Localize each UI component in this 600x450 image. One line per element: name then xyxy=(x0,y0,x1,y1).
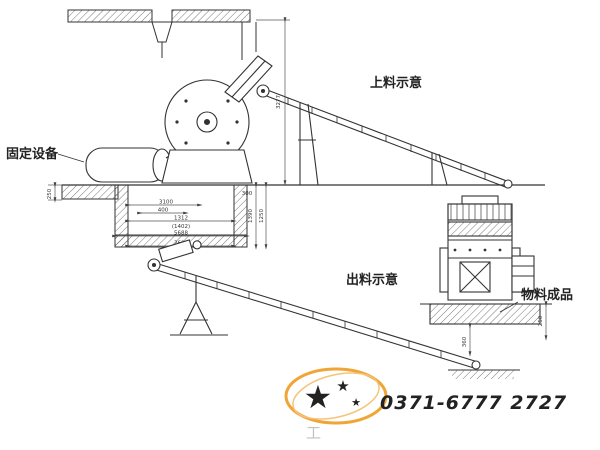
dim-1312: 1312 xyxy=(174,216,188,222)
dim-3100: 3100 xyxy=(159,200,173,206)
dim-300: 300 xyxy=(242,191,253,197)
feeding-conveyor xyxy=(256,84,513,189)
label-product: 物料成品 xyxy=(521,287,573,303)
dim-right-depth: 250 xyxy=(538,315,544,326)
star-icon: ★ xyxy=(304,378,333,416)
watermark-phone: 0371-6777 2727 xyxy=(380,392,567,414)
fixed-equipment-leader xyxy=(57,153,85,163)
crusher-front-view xyxy=(420,195,552,357)
star-icon-medium: ★ xyxy=(336,377,349,395)
product-leader xyxy=(499,301,519,313)
dim-1402: (1402) xyxy=(172,224,190,230)
front-bolts xyxy=(453,248,502,252)
logo-ellipse-outer xyxy=(284,367,388,425)
conveyor-drive-unit xyxy=(158,239,202,263)
label-feeding: 上料示意 xyxy=(370,75,422,91)
bolt-dots xyxy=(175,99,239,145)
logo-ellipse-inner xyxy=(292,372,380,420)
foundation-pit xyxy=(61,184,248,248)
dim-1250: 1250 xyxy=(259,209,265,223)
crusher-side-view xyxy=(85,55,273,184)
dim-1390: 1390 xyxy=(248,209,254,223)
label-discharge: 出料示意 xyxy=(346,272,398,288)
callout-labels: 固定设备 上料示意 出料示意 物料成品 xyxy=(6,75,573,313)
dim-total-height: 3277 xyxy=(276,95,282,109)
label-fixed-equipment: 固定设备 xyxy=(6,146,59,162)
dimension-lines-right xyxy=(468,301,548,357)
dimension-lines-left xyxy=(48,17,290,250)
dim-5688: 5688 xyxy=(174,231,188,237)
dim-left-depth: 250 xyxy=(47,188,53,199)
upper-platform-slab xyxy=(67,9,257,60)
dim-400: 400 xyxy=(158,208,169,214)
star-icon-small: ★ xyxy=(351,396,361,409)
watermark-ghost-character: 工 xyxy=(306,424,321,442)
discharge-conveyor xyxy=(147,239,520,379)
dim-360: 360 xyxy=(462,336,468,347)
watermark-logo: ★ ★ ★ 0371-6777 2727 工 xyxy=(284,367,567,442)
